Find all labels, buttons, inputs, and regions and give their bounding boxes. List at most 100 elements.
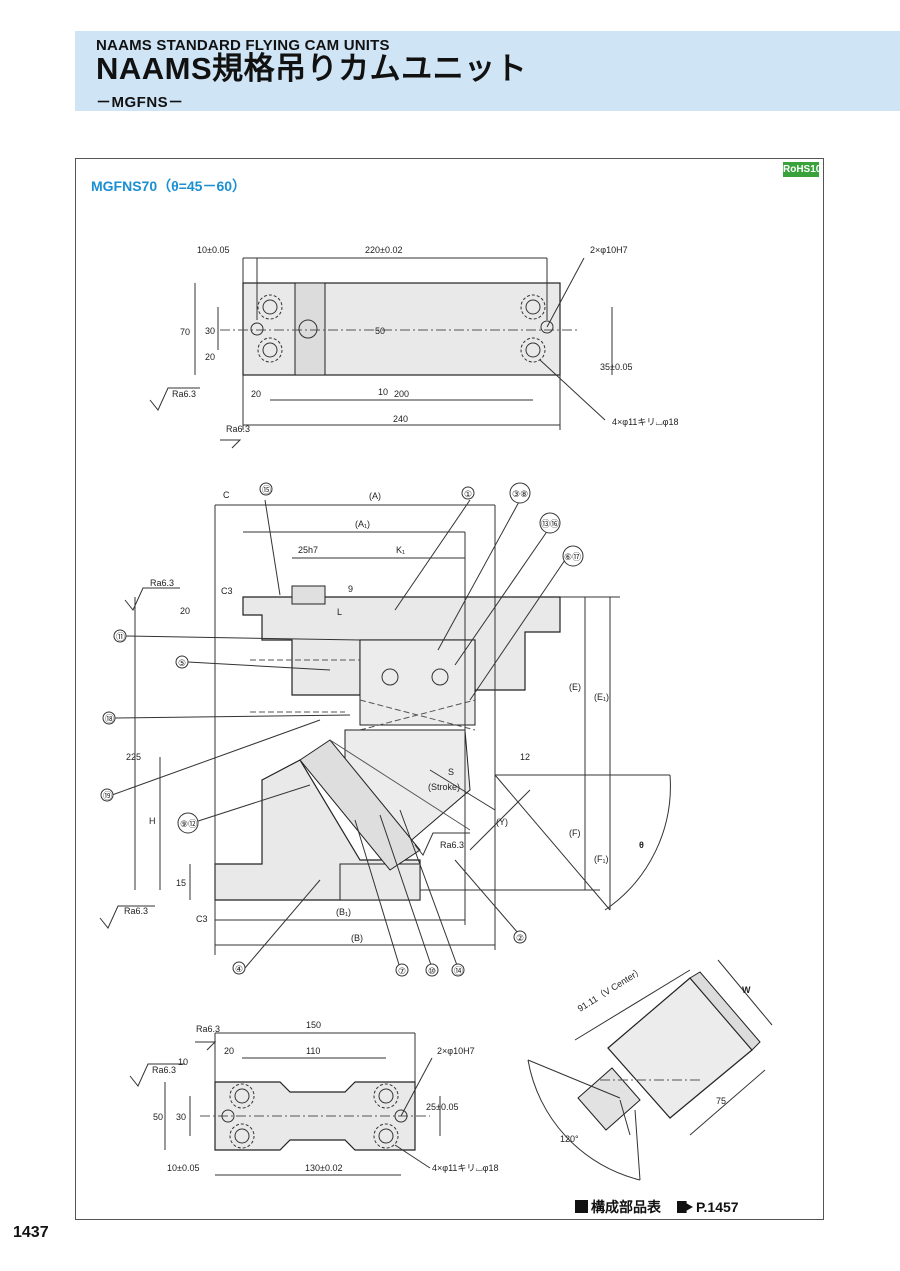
top-counterbore [257, 337, 283, 363]
dim-line [717, 959, 773, 1026]
dim-text: 20 [205, 352, 215, 362]
top-pin-hole-right [540, 320, 554, 334]
dim-text: 35±0.05 [600, 362, 632, 372]
leader [114, 714, 351, 719]
front-view: C (A) (A₁) 25h7 K₁ 9 20 L C3 225 H 15 (B… [99, 482, 671, 977]
balloon-label: ④ [235, 964, 243, 974]
parts-page-link[interactable]: P.1457 [696, 1199, 739, 1215]
dim-text: L [337, 607, 342, 617]
balloon-label: ⑪ [116, 632, 125, 642]
leader [394, 499, 471, 611]
dim-text: 12 [520, 752, 530, 762]
balloon-label: ⑤ [178, 658, 186, 668]
dim-line [574, 969, 691, 1041]
roughness-symbol [149, 387, 200, 411]
iso-edge [619, 1099, 631, 1136]
balloon [113, 629, 127, 643]
dim-text: 10±0.05 [197, 245, 229, 255]
dim-text: 50 [375, 326, 385, 336]
bottom-bolt-hole [378, 1128, 394, 1144]
leader [264, 499, 281, 596]
dim-text: C3 [221, 586, 233, 596]
roughness-symbol [195, 1041, 217, 1051]
balloon-label: ⑩ [428, 966, 436, 976]
roughness-text: Ra6.3 [124, 906, 148, 916]
page-title: NAAMS規格吊りカムユニット [96, 51, 528, 86]
balloon [539, 512, 561, 534]
bottom-counterbore [373, 1123, 399, 1149]
dim-text: (F) [569, 828, 581, 838]
roughness-symbol [129, 1063, 185, 1087]
header-band [75, 31, 900, 111]
dim-text: C [223, 490, 230, 500]
roughness-text: Ra6.3 [172, 389, 196, 399]
slider-bolt [381, 668, 399, 686]
slider-block [359, 639, 476, 726]
dim-text: 25h7 [298, 545, 318, 555]
leader [394, 1144, 431, 1169]
balloon-label: ⑨⑫ [180, 819, 197, 829]
model-code: －MGFNS－ [96, 94, 184, 111]
dim-text: 75 [716, 1096, 726, 1106]
key-block [291, 585, 326, 605]
dim-text: 150 [306, 1020, 321, 1030]
parts-label: 構成部品表 [591, 1199, 661, 1215]
slider-bolt [431, 668, 449, 686]
dim-text: 2×φ10H7 [437, 1046, 475, 1056]
dim-text: 91.11（V Center） [576, 965, 645, 1013]
dim-text: (E) [569, 682, 581, 692]
dim-text: 30 [205, 326, 215, 336]
leader [187, 661, 331, 671]
dim-line [689, 1069, 766, 1136]
angle-arc [527, 1059, 641, 1181]
bottom-bolt-hole [234, 1128, 250, 1144]
bottom-counterbore [229, 1123, 255, 1149]
iso-block-side [689, 971, 761, 1051]
dim-text: θ [639, 840, 644, 850]
hidden-line [359, 699, 476, 731]
balloon [232, 961, 246, 975]
leader [354, 819, 401, 969]
top-bolt-hole [525, 342, 541, 358]
dim-text: 15 [176, 878, 186, 888]
dim-text: (A) [369, 491, 381, 501]
dim-text: 200 [394, 389, 409, 399]
leader [437, 499, 521, 651]
square-bullet-icon [575, 1200, 588, 1213]
top-pin-hole-left [250, 322, 264, 336]
balloon-label: ⑱ [105, 714, 114, 724]
roughness-text: Ra6.3 [196, 1024, 220, 1034]
top-counterbore [520, 337, 546, 363]
top-counterbore [257, 294, 283, 320]
top-counterbore [520, 294, 546, 320]
parts-table-ref[interactable]: 構成部品表 P.1457 [575, 1197, 739, 1217]
stroke-line [429, 769, 496, 811]
dim-text: 10±0.05 [167, 1163, 199, 1173]
balloon [395, 963, 409, 977]
leader [400, 1057, 433, 1117]
dim-text: C3 [196, 914, 208, 924]
leader [399, 809, 459, 969]
dim-text: 9 [348, 584, 353, 594]
angle-line [494, 774, 611, 911]
top-center-hole [298, 319, 318, 339]
dim-text: K₁ [396, 545, 405, 555]
leader [454, 859, 519, 934]
dim-text: 225 [126, 752, 141, 762]
balloon-label: ① [464, 489, 472, 499]
balloon [513, 930, 527, 944]
angle-line [634, 1109, 641, 1181]
cam-slide [299, 739, 421, 871]
dim-text: 10 [178, 1057, 188, 1067]
balloon-label: ⑮ [262, 485, 271, 495]
angle-arc [604, 774, 671, 911]
dim-text: 10 [378, 387, 388, 397]
bottom-bolt-hole [234, 1088, 250, 1104]
dim-text: (A₁) [355, 519, 370, 529]
balloon [102, 711, 116, 725]
roughness-text: Ra6.3 [226, 424, 250, 434]
dim-text: 30 [176, 1112, 186, 1122]
top-view: 10±0.05 220±0.02 2×φ10H7 70 30 50 20 35±… [149, 245, 679, 449]
balloon-label: ② [516, 933, 524, 943]
